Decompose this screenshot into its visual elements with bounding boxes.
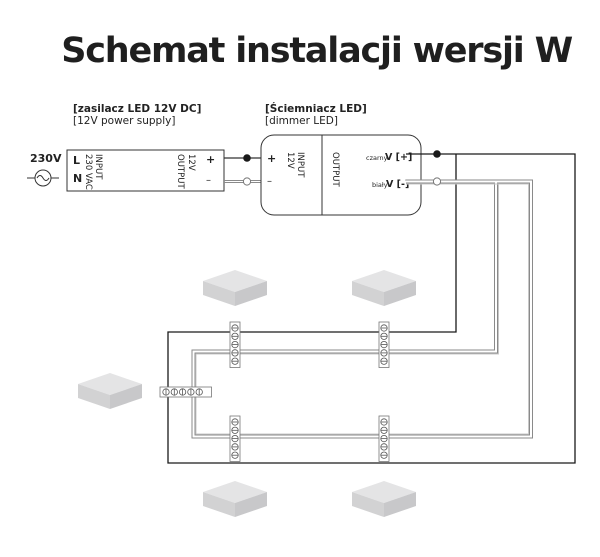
dimmer-label: [Ściemniacz LED] [dimmer LED] [265,103,367,127]
ps-terminal-minus: – [206,175,211,186]
ps-input-label: INPUT [93,154,103,180]
terminal-block-top-left [229,321,241,368]
junction-out-plus [433,150,441,158]
power-supply-label-pl: [zasilacz LED 12V DC] [73,103,202,115]
positive-wire [167,153,576,464]
terminal-block-middle [159,386,212,398]
ps-output-label: OUTPUT [175,154,185,189]
dimmer-label-en: [dimmer LED] [265,115,338,127]
dimmer-terminal-minus: – [267,176,272,187]
terminal-block-bottom-left [229,415,241,462]
led-module-bottom-left [203,481,267,517]
terminal-block-top-right [378,321,390,368]
led-module-top-left [203,270,267,306]
junction-ps-plus [243,154,251,162]
terminal-n: N [73,172,82,185]
negative-wire [191,179,533,439]
dimmer-out-minus-label: V [-] [386,179,409,190]
led-module-bottom-right [352,481,416,517]
ps-input-voltage: 230 VAC [83,154,93,190]
ps-terminal-plus: + [206,153,215,166]
dimmer-label-pl: [Ściemniacz LED] [265,103,367,115]
ac-source-icon [27,169,59,187]
led-module-middle-left [78,373,142,409]
dimmer-out-plus-color: czarny [366,154,388,162]
terminal-block-bottom-right [378,415,390,462]
power-supply-label-en: [12V power supply] [73,115,176,127]
dimmer-terminal-plus: + [267,152,276,165]
dimmer-input-label: INPUT [295,152,305,178]
junction-ps-minus [242,177,252,186]
ps-output-voltage: 12V [186,154,196,171]
dimmer-output-label: OUTPUT [330,152,340,187]
power-supply-box [66,149,225,192]
mains-voltage: 230V [30,152,62,165]
diagram-title: Schemat instalacji wersji W [61,31,573,71]
dimmer-input-voltage: 12V [285,152,295,169]
led-module-top-right [352,270,416,306]
junction-out-minus [432,177,442,186]
dimmer-box [260,134,422,216]
power-supply-label: [zasilacz LED 12V DC] [12V power supply] [73,103,201,127]
dimmer-out-minus-color: biały [372,181,388,189]
dimmer-out-plus-label: V [+] [385,152,412,163]
terminal-l: L [73,154,80,167]
